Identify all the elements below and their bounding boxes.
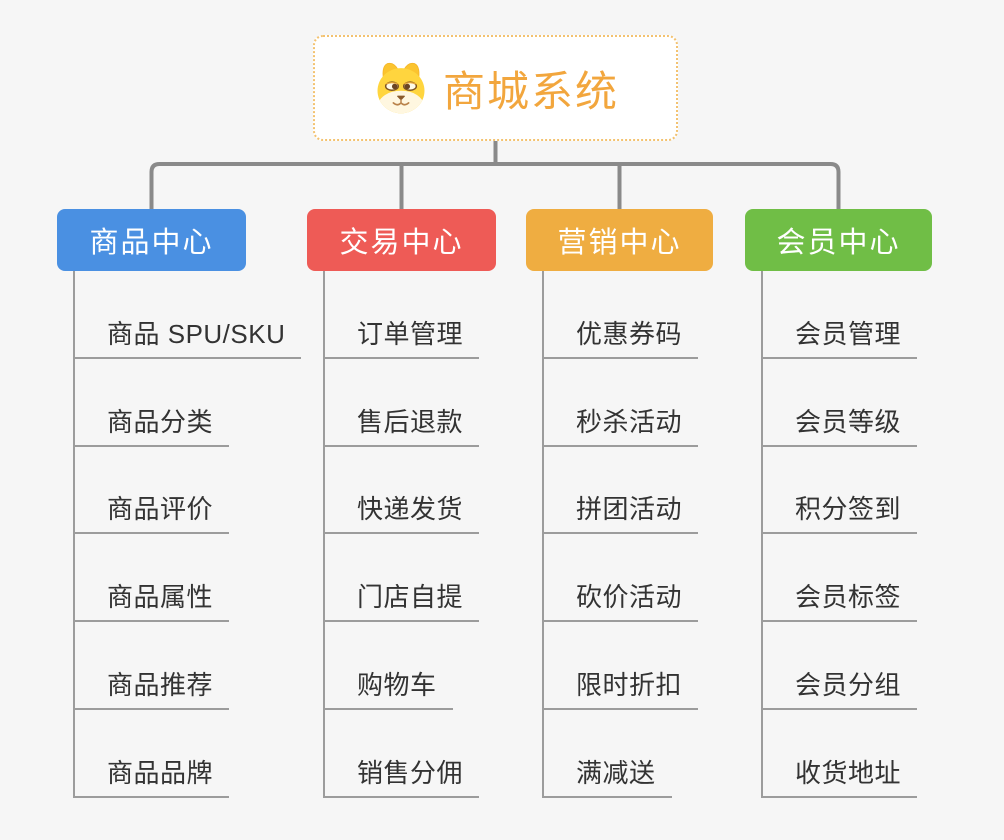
branch-item[interactable]: 购物车 [325, 622, 453, 710]
branch-item[interactable]: 商品评价 [75, 447, 230, 535]
branch-item[interactable]: 售后退款 [325, 359, 480, 447]
branch-item[interactable]: 秒杀活动 [544, 359, 699, 447]
branch-item[interactable]: 商品品牌 [75, 710, 230, 798]
branch-header[interactable]: 营销中心 [526, 209, 713, 271]
root-node[interactable]: 商城系统 [313, 35, 678, 141]
branch-list: 优惠券码秒杀活动拼团活动砍价活动限时折扣满减送 [542, 271, 699, 798]
branch-item[interactable]: 商品 SPU/SKU [75, 271, 302, 359]
branch-item[interactable]: 满减送 [544, 710, 672, 798]
branch-header[interactable]: 交易中心 [307, 209, 496, 271]
branch-item[interactable]: 限时折扣 [544, 622, 699, 710]
branch-item[interactable]: 积分签到 [763, 447, 918, 535]
branch-item[interactable]: 销售分佣 [325, 710, 480, 798]
branch-item[interactable]: 收货地址 [763, 710, 918, 798]
branch-item[interactable]: 砍价活动 [544, 534, 699, 622]
branch-item[interactable]: 会员标签 [763, 534, 918, 622]
dog-face-icon [377, 62, 425, 114]
branch-item[interactable]: 商品分类 [75, 359, 230, 447]
branch-item[interactable]: 优惠券码 [544, 271, 699, 359]
branch-list: 会员管理会员等级积分签到会员标签会员分组收货地址 [761, 271, 918, 798]
root-title: 商城系统 [442, 67, 619, 115]
branch-header[interactable]: 商品中心 [57, 209, 246, 271]
branch-item[interactable]: 拼团活动 [544, 447, 699, 535]
branch-item[interactable]: 订单管理 [325, 271, 480, 359]
branch-item[interactable]: 商品属性 [75, 534, 230, 622]
branch-item[interactable]: 会员等级 [763, 359, 918, 447]
branch-item[interactable]: 会员分组 [763, 622, 918, 710]
branch-header[interactable]: 会员中心 [745, 209, 932, 271]
branch-item[interactable]: 门店自提 [325, 534, 480, 622]
branch-item[interactable]: 快递发货 [325, 447, 480, 535]
branch-list: 订单管理售后退款快递发货门店自提购物车销售分佣 [323, 271, 480, 798]
branch-item[interactable]: 商品推荐 [75, 622, 230, 710]
branch-item[interactable]: 会员管理 [763, 271, 918, 359]
